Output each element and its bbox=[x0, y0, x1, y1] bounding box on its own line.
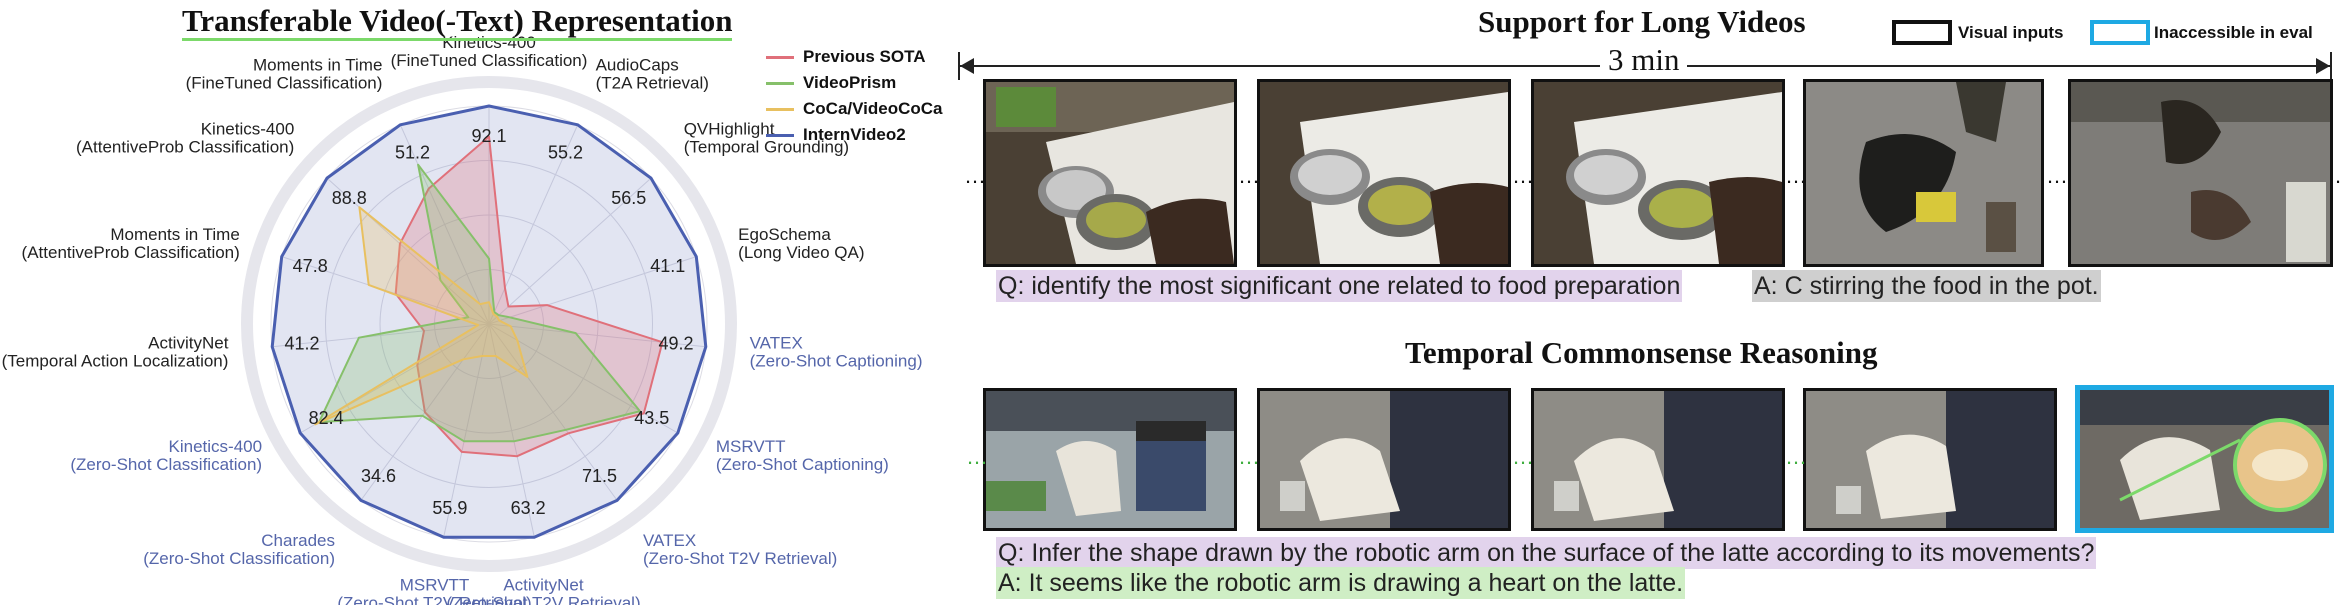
inaccessible-label: Inaccessible in eval bbox=[2154, 22, 2313, 42]
ellipsis-g2: … bbox=[1238, 444, 1261, 469]
inaccessible-swatch bbox=[2090, 20, 2150, 45]
long-video-question: Q: identify the most significant one rel… bbox=[996, 270, 1683, 302]
radar-value-label: 88.8 bbox=[332, 188, 367, 208]
radar-value-label: 49.2 bbox=[658, 334, 693, 354]
legend-item-internvideo2: InternVideo2 bbox=[766, 122, 943, 148]
radar-value-label: 82.4 bbox=[309, 408, 344, 428]
radar-legend: Previous SOTA VideoPrism CoCa/VideoCoCa … bbox=[766, 44, 943, 148]
robot-frame-3 bbox=[1531, 388, 1785, 531]
robot-frame-2 bbox=[1257, 388, 1511, 531]
robot-frame-4 bbox=[1803, 388, 2057, 531]
radar-value-label: 55.9 bbox=[432, 498, 467, 518]
radar-axis-label: Kinetics-400(AttentiveProb Classificatio… bbox=[76, 120, 294, 157]
legend-label-videoprism: VideoPrism bbox=[803, 73, 897, 92]
legend-label-previous-sota: Previous SOTA bbox=[803, 47, 926, 66]
series-coca-videococa bbox=[314, 206, 529, 426]
radar-spoke bbox=[399, 124, 490, 325]
timeline-arrow: 3 min bbox=[958, 42, 2332, 80]
radar-axis-labels: Kinetics-400(FineTuned Classification)Au… bbox=[2, 33, 923, 605]
legend-swatch-coca bbox=[766, 107, 794, 111]
series-internvideo2 bbox=[270, 104, 708, 539]
ellipsis-6: … bbox=[2334, 163, 2340, 189]
legend-item-coca: CoCa/VideoCoCa bbox=[766, 96, 943, 122]
long-video-answer: A: C stirring the food in the pot. bbox=[1752, 270, 2101, 302]
kitchen-frame-4 bbox=[1803, 79, 2044, 267]
legend-swatch-previous-sota bbox=[766, 55, 794, 59]
ellipsis-g1: … bbox=[966, 444, 989, 469]
radar-spoke bbox=[488, 323, 706, 348]
radar-axis-label: Moments in Time(AttentiveProb Classifica… bbox=[22, 225, 240, 262]
radar-value-label: 56.5 bbox=[611, 188, 646, 208]
radar-grid bbox=[241, 76, 737, 572]
radar-axis-label: Kinetics-400(FineTuned Classification) bbox=[391, 33, 588, 70]
radar-axis-label: MSRVTT(Zero-Shot T2V Retrieval) bbox=[337, 575, 531, 605]
radar-value-labels: 92.1 55.2 56.5 41.1 49.2 43.5 71.5 63.2 55.9 34.6… bbox=[285, 126, 694, 518]
radar-spoke bbox=[488, 323, 679, 434]
kitchen-frame-3 bbox=[1531, 79, 1785, 267]
kitchen-frame-2 bbox=[1257, 79, 1511, 267]
legend-item-videoprism: VideoPrism bbox=[766, 70, 943, 96]
reasoning-question: Q: Infer the shape drawn by the robotic … bbox=[996, 537, 2097, 569]
legend-swatch-internvideo2 bbox=[766, 133, 794, 137]
radar-value-label: 43.5 bbox=[634, 408, 669, 428]
radar-axis-label: MSRVTT(Zero-Shot Captioning) bbox=[716, 437, 889, 474]
radar-value-label: 71.5 bbox=[582, 466, 617, 486]
radar-axis-label: Charades(Zero-Shot Classification) bbox=[143, 531, 335, 568]
radar-chart: Kinetics-400(FineTuned Classification)Au… bbox=[2, 33, 923, 605]
radar-value-label: 41.1 bbox=[650, 256, 685, 276]
radar-title: Transferable Video(-Text) Representation bbox=[182, 4, 733, 41]
radar-spoke bbox=[488, 323, 535, 538]
radar-axis-label: AudioCaps(T2A Retrieval) bbox=[596, 56, 709, 93]
robot-frame-1 bbox=[983, 388, 1237, 531]
ellipsis-4: … bbox=[1785, 163, 1808, 188]
reasoning-answer: A: It seems like the robotic arm is draw… bbox=[996, 567, 1686, 599]
reasoning-title: Temporal Commonsense Reasoning bbox=[1405, 335, 1878, 370]
ellipsis-3: … bbox=[1512, 163, 1535, 188]
legend-label-internvideo2: InternVideo2 bbox=[803, 125, 906, 144]
radar-value-label: 34.6 bbox=[361, 466, 396, 486]
radar-axis-label: ActivityNet(Zero-Shot T2V Retrieval) bbox=[446, 575, 640, 605]
ellipsis-g3: … bbox=[1512, 444, 1535, 469]
visual-inputs-label: Visual inputs bbox=[1958, 22, 2064, 42]
legend-swatch-videoprism bbox=[766, 81, 794, 85]
long-videos-title: Support for Long Videos bbox=[1478, 4, 1806, 39]
radar-spoke bbox=[488, 177, 652, 325]
visual-inputs-legend: Visual inputs bbox=[1892, 20, 2064, 45]
radar-value-label: 41.2 bbox=[285, 334, 320, 354]
ellipsis-g4: … bbox=[1785, 444, 1808, 469]
radar-spoke bbox=[326, 177, 490, 325]
ellipsis-5: … bbox=[2046, 163, 2069, 188]
radar-value-label: 51.2 bbox=[395, 142, 430, 162]
robot-frame-inaccessible bbox=[2075, 385, 2334, 533]
series-previous-sota bbox=[394, 135, 664, 458]
legend-label-coca: CoCa/VideoCoCa bbox=[803, 99, 943, 118]
radar-axis-label: QVHighlight(Temporal Grounding) bbox=[684, 120, 849, 157]
radar-axis-label: Kinetics-400(Zero-Shot Classification) bbox=[70, 437, 262, 474]
ellipsis-2: … bbox=[1238, 163, 1261, 188]
radar-value-label: 92.1 bbox=[471, 126, 506, 146]
radar-axis-label: EgoSchema(Long Video QA) bbox=[738, 225, 864, 262]
radar-spoke bbox=[488, 323, 618, 501]
radar-spoke bbox=[272, 323, 490, 348]
inaccessible-legend: Inaccessible in eval bbox=[2090, 20, 2313, 45]
timeline-label: 3 min bbox=[1600, 42, 1688, 78]
kitchen-frame-1 bbox=[983, 79, 1237, 267]
radar-spoke bbox=[488, 256, 697, 325]
radar-value-label: 47.8 bbox=[293, 256, 328, 276]
radar-axis-label: VATEX(Zero-Shot T2V Retrieval) bbox=[643, 531, 837, 568]
ellipsis-1: … bbox=[964, 163, 987, 188]
radar-value-label: 63.2 bbox=[511, 498, 546, 518]
radar-axis-label: Moments in Time(FineTuned Classification… bbox=[186, 56, 383, 93]
legend-item-previous-sota: Previous SOTA bbox=[766, 44, 943, 70]
radar-axis-label: VATEX(Zero-Shot Captioning) bbox=[750, 333, 923, 370]
kitchen-frame-5 bbox=[2068, 79, 2333, 267]
radar-axis-label: ActivityNet(Temporal Action Localization… bbox=[2, 333, 229, 370]
visual-inputs-swatch bbox=[1892, 20, 1952, 45]
radar-spoke bbox=[488, 124, 579, 325]
radar-spoke bbox=[443, 323, 490, 538]
radar-value-label: 55.2 bbox=[548, 142, 583, 162]
radar-series bbox=[270, 104, 708, 539]
